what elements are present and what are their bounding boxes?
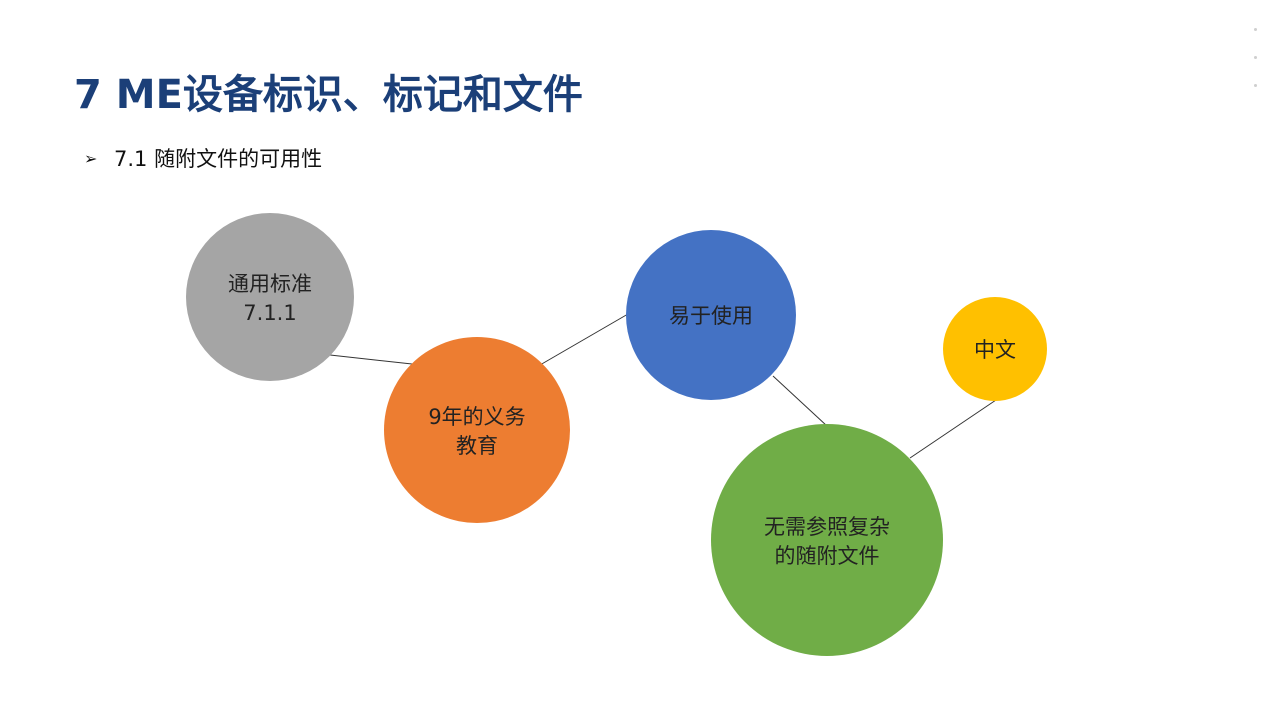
node-no-ref-label-2: 的随附文件 — [775, 544, 880, 568]
bullet-text: 7.1 随附文件的可用性 — [114, 147, 323, 171]
slide-title: 7 ME设备标识、标记和文件 — [74, 72, 583, 118]
node-easy: 易于使用 — [626, 230, 796, 400]
connectors — [329, 313, 997, 459]
bullet-item: ➢ 7.1 随附文件的可用性 — [84, 144, 322, 172]
node-general: 通用标准 7.1.1 — [186, 213, 354, 381]
node-general-label-1: 通用标准 — [228, 272, 312, 296]
node-general-label-2: 7.1.1 — [243, 301, 296, 325]
decorative-dots — [1254, 28, 1258, 90]
dot — [1254, 84, 1257, 87]
node-education-label-1: 9年的义务 — [428, 405, 525, 429]
arrow-bullet-icon: ➢ — [84, 148, 98, 168]
node-education-label-2: 教育 — [456, 434, 498, 458]
dot — [1254, 28, 1257, 31]
node-education-circle — [384, 337, 570, 523]
node-general-circle — [186, 213, 354, 381]
node-no-ref-label-1: 无需参照复杂 — [764, 515, 890, 539]
connector-education-easy — [539, 313, 629, 366]
connector-easy-noref — [772, 375, 828, 427]
dot — [1254, 56, 1257, 59]
node-education: 9年的义务 教育 — [384, 337, 570, 523]
node-easy-label: 易于使用 — [669, 304, 753, 328]
node-chinese-circle — [943, 297, 1047, 401]
node-no-ref: 无需参照复杂 的随附文件 — [711, 424, 943, 656]
connector-general-education — [329, 354, 413, 365]
node-easy-circle — [626, 230, 796, 400]
connector-noref-chinese — [909, 399, 997, 459]
node-chinese: 中文 — [943, 297, 1047, 401]
node-chinese-label: 中文 — [974, 338, 1016, 362]
node-no-ref-circle — [711, 424, 943, 656]
